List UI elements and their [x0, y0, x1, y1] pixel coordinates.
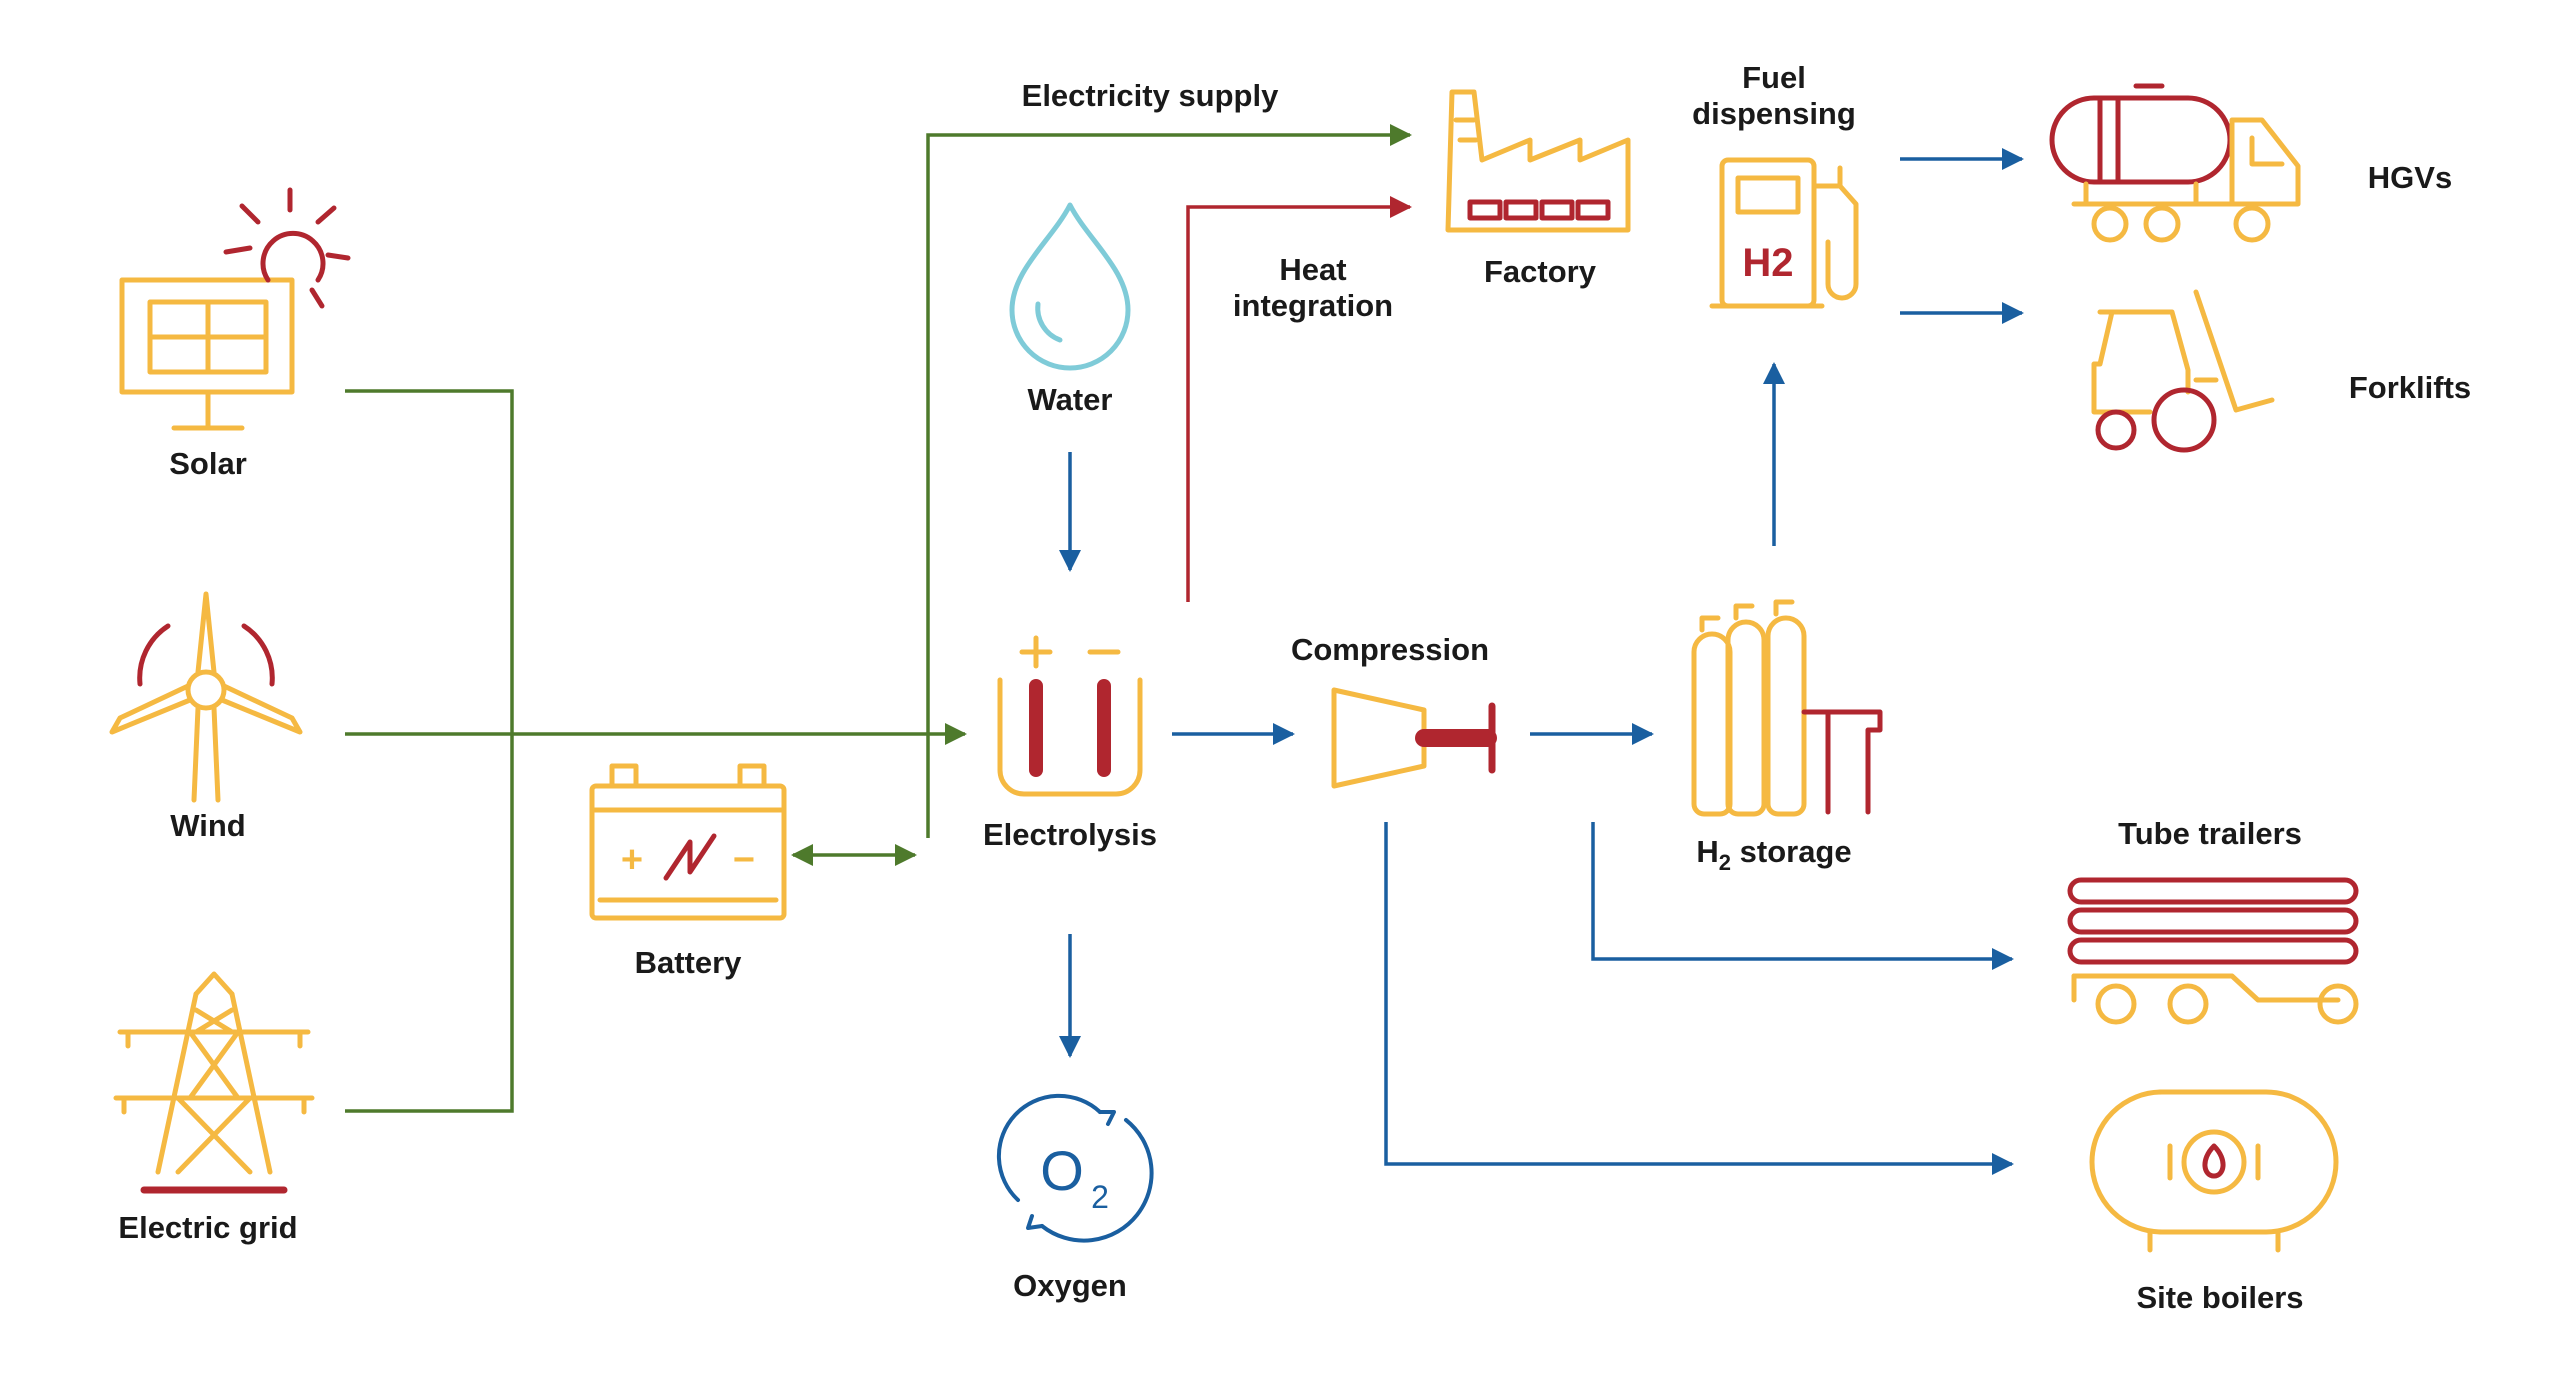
pump-h2-text: H2 [1742, 241, 1793, 285]
oxygen-label: Oxygen [1013, 1268, 1127, 1303]
boiler-icon [2089, 1089, 2339, 1253]
electricity-supply-connector [926, 124, 1412, 838]
h2-storage-prefix: H [1696, 834, 1719, 869]
battery-label: Battery [634, 945, 742, 980]
solar-panel-icon [119, 187, 351, 431]
electricity-pylon-icon [113, 971, 315, 1194]
wind-label: Wind [170, 808, 246, 843]
solar-connector [345, 389, 514, 1113]
water-label: Water [1027, 382, 1113, 417]
electrolysis-label: Electrolysis [982, 817, 1158, 852]
forklift-icon [2091, 289, 2275, 453]
tanker-truck-icon [2049, 83, 2301, 243]
oxygen-o-glyph: O [1040, 1139, 1084, 1202]
h2-storage-subscript: 2 [1718, 850, 1732, 875]
factory-icon [1445, 89, 1631, 233]
fuel-dispensing-label: Fuel dispensing [1692, 60, 1856, 131]
fuel-pump-icon: H2 [1709, 157, 1859, 309]
site-boiler-connector [1384, 822, 2014, 1175]
tube-trailer-connector [1591, 822, 2014, 970]
site-boilers-label: Site boilers [2136, 1280, 2304, 1315]
electric-grid-label: Electric grid [118, 1210, 298, 1245]
heat-integration-connector [1186, 196, 1412, 602]
oxygen-icon: O 2 [996, 1093, 1154, 1243]
factory-label: Factory [1484, 254, 1596, 289]
solar-label: Solar [169, 446, 247, 481]
compression-label: Compression [1290, 632, 1490, 667]
gas-cylinders-icon [1691, 599, 1883, 817]
electrolyser-icon [997, 635, 1143, 797]
forklifts-label: Forklifts [2348, 370, 2472, 405]
tube-trailers-label: Tube trailers [2118, 816, 2302, 851]
battery-minus-sign: − [733, 839, 755, 881]
heat-integration-label: Heat integration [1232, 252, 1394, 323]
hgvs-label: HGVs [2367, 160, 2453, 195]
tube-trailer-icon [2067, 877, 2359, 1025]
connectors [345, 124, 2024, 1175]
water-drop-icon [1009, 202, 1131, 371]
compressor-icon [1331, 687, 1497, 789]
battery-plus-sign: + [621, 839, 643, 881]
oxygen-subscript-glyph: 2 [1091, 1179, 1109, 1215]
h2-storage-label: H2 storage [1664, 834, 1884, 881]
battery-icon: + − [589, 763, 787, 921]
wind-turbine-icon [109, 591, 303, 803]
electricity-supply-label: Electricity supply [1021, 78, 1279, 113]
h2-storage-suffix: storage [1731, 834, 1852, 869]
